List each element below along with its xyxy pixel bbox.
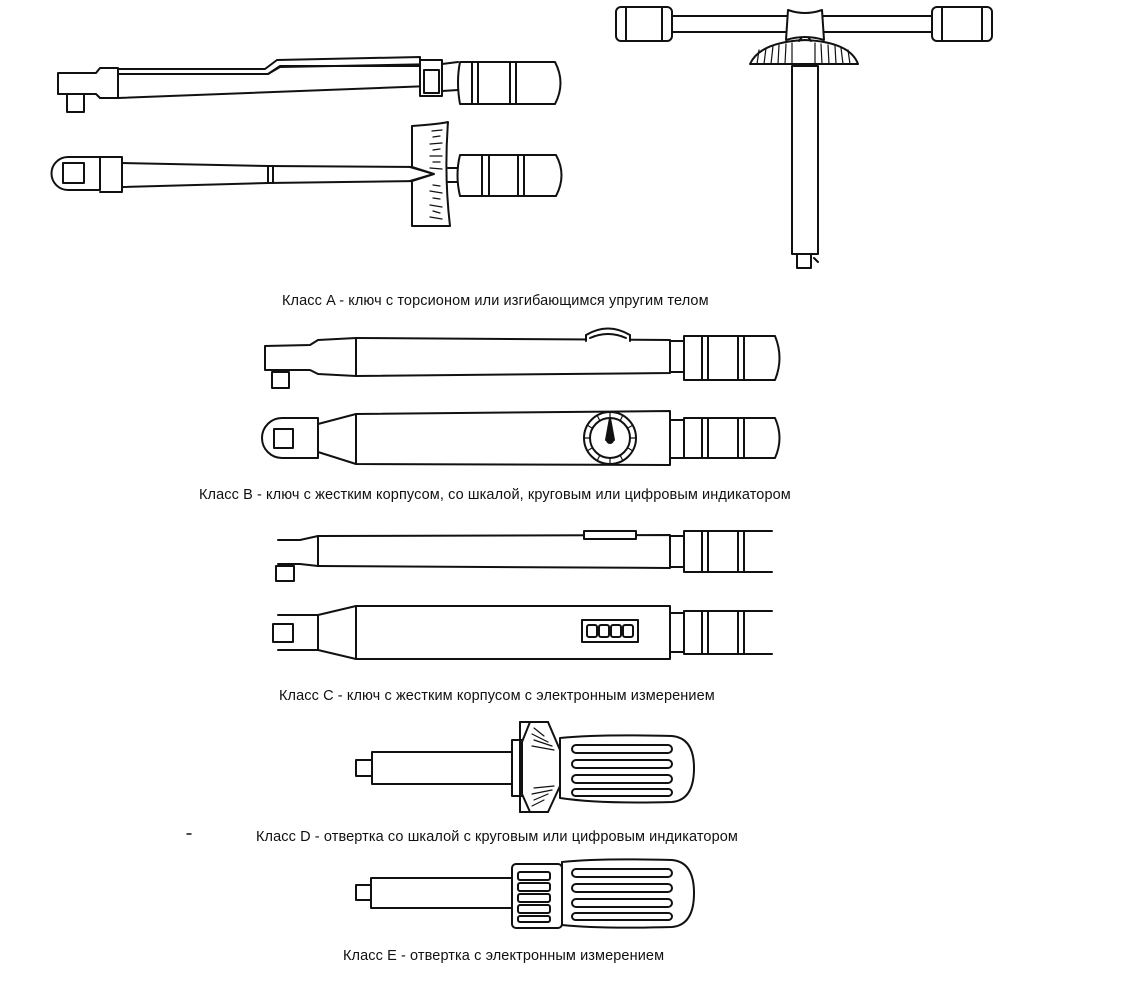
class-b-caption: Класс B - ключ с жестким корпусом, со шк… xyxy=(199,487,791,503)
class-a-caption: Класс A - ключ с торсионом или изгибающи… xyxy=(282,293,709,309)
class-d-screwdriver-dial xyxy=(356,722,694,812)
class-b-wrench-scale-side xyxy=(265,329,780,389)
class-e-caption: Класс E - отвертка с электронным измерен… xyxy=(343,948,665,964)
class-a-beam-wrench-side xyxy=(58,57,561,112)
class-c-caption: Класс C - ключ с жестким корпусом с элек… xyxy=(279,688,715,704)
class-a-t-handle-wrench xyxy=(616,7,992,268)
class-c-wrench-digital xyxy=(273,606,772,659)
class-a-beam-wrench-scale xyxy=(52,122,562,226)
class-c-wrench-side xyxy=(276,531,772,581)
class-d-caption: Класс D - отвертка со шкалой с круговым … xyxy=(256,829,738,845)
class-b-wrench-dial xyxy=(262,411,780,465)
class-e-screwdriver-digital xyxy=(356,859,694,928)
